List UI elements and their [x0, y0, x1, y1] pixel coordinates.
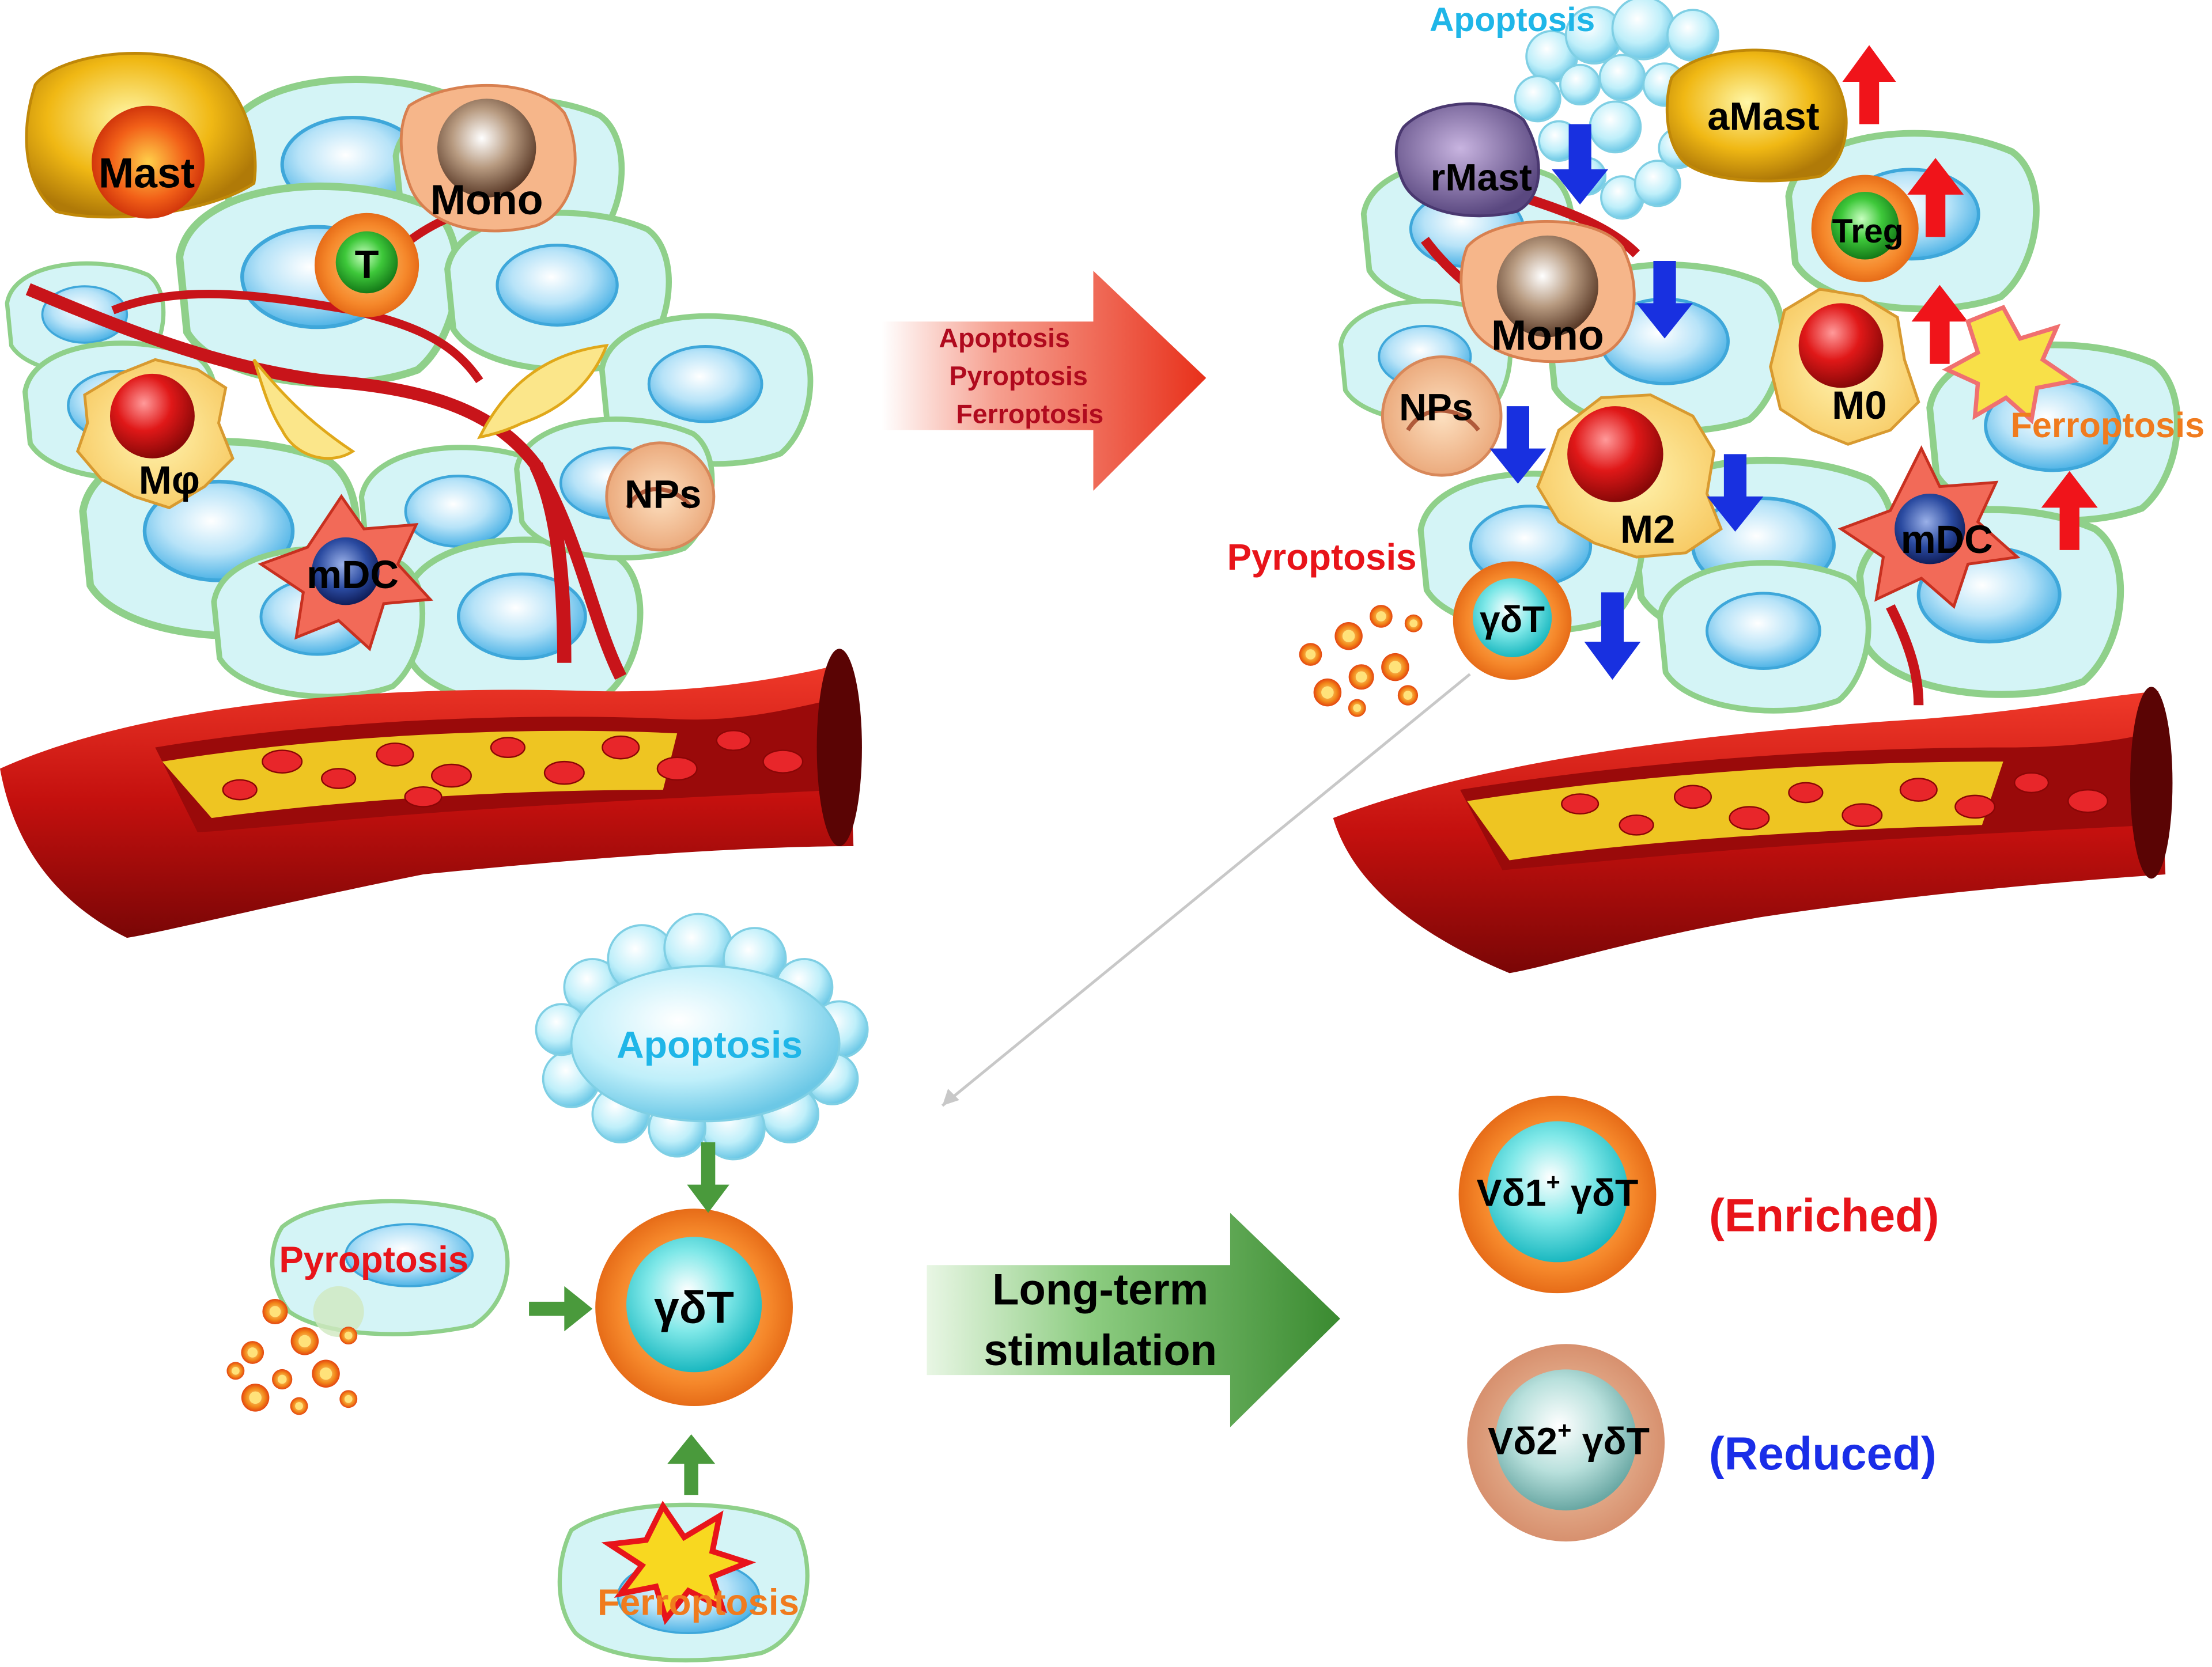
right-pyroptosis-label: Pyroptosis: [1227, 537, 1417, 578]
svg-text:Vδ1+ γδT: Vδ1+ γδT: [1477, 1168, 1639, 1214]
enriched-label: (Enriched): [1709, 1189, 1939, 1241]
green-arrow-from-ferroptosis: [667, 1434, 716, 1495]
left-nps-label: NPs: [625, 472, 701, 516]
left-mono-label: Mono: [430, 176, 543, 223]
stimulation-line2: stimulation: [984, 1326, 1217, 1375]
green-arrow-from-apoptosis: [687, 1142, 729, 1213]
right-blood-vessel: [1333, 687, 2173, 973]
up-arrow-icon: [1911, 285, 1968, 364]
bottom-apoptosis-label: Apoptosis: [617, 1024, 803, 1066]
vd1-suffix: γδT: [1560, 1172, 1639, 1214]
middle-arrow-line3: Ferroptosis: [956, 399, 1103, 429]
left-mono-cell: Mono: [399, 84, 577, 233]
up-arrow-icon: [1842, 45, 1896, 124]
right-nps-cell: NPs: [1381, 355, 1503, 477]
right-tissue-panel: Apoptosis rMast aMast: [1227, 0, 2205, 973]
left-tissue-panel: Mast Mono T Mφ mDC NPs: [0, 52, 862, 938]
vd1-plus: +: [1546, 1168, 1560, 1195]
down-arrow-icon: [1636, 260, 1693, 339]
left-mdc-label: mDC: [307, 552, 399, 597]
vd1-gdt-cell: Vδ1+ γδT: [1458, 1096, 1657, 1294]
right-treg-label: Treg: [1832, 213, 1904, 250]
right-pyroptosis-granules: [1299, 605, 1423, 717]
vd2-gdt-cell: Vδ2+ γδT: [1467, 1344, 1665, 1542]
middle-transition-arrow: Apoptosis Pyroptosis Ferroptosis: [882, 271, 1207, 491]
right-rmast-label: rMast: [1431, 157, 1532, 199]
left-fibroblast-1: [252, 358, 356, 460]
left-mdc-cell: mDC: [258, 494, 433, 651]
bottom-pyroptosis-label: Pyroptosis: [279, 1239, 468, 1280]
right-mono-cell: Mono: [1459, 219, 1636, 363]
left-macrophage-label: Mφ: [139, 458, 200, 502]
right-m0-label: M0: [1832, 383, 1886, 427]
down-arrow-icon: [1707, 454, 1764, 532]
right-treg-cell: Treg: [1811, 175, 1919, 282]
right-mono-label: Mono: [1491, 312, 1604, 359]
zoom-connector-arrowhead: [942, 1089, 959, 1106]
vd2-plus: +: [1557, 1416, 1571, 1444]
zoom-connector-line: [941, 673, 1471, 1107]
right-m2-cell: M2: [1536, 393, 1723, 559]
right-m2-label: M2: [1620, 507, 1675, 552]
up-arrow-icon: [1907, 158, 1964, 237]
left-mast-cell: Mast: [25, 52, 257, 219]
left-capillary-vertical: [530, 462, 572, 663]
svg-text:Vδ2+ γδT: Vδ2+ γδT: [1488, 1416, 1650, 1463]
long-term-stimulation-arrow: Long-term stimulation: [927, 1213, 1340, 1427]
right-mdc-cell: mDC: [1837, 445, 2021, 609]
stimulation-line1: Long-term: [992, 1266, 1208, 1314]
vd2-prefix: Vδ2: [1488, 1420, 1557, 1463]
bottom-ferroptosis-label: Ferroptosis: [598, 1582, 799, 1623]
bottom-mechanism-panel: Apoptosis Pyroptosis Ferroptosis: [226, 912, 1939, 1663]
bottom-apoptosis-cloud: [535, 912, 869, 1161]
right-gdt-cell: γδT: [1453, 561, 1572, 680]
burst-icon: [1942, 305, 2079, 425]
down-arrow-icon: [1584, 592, 1641, 680]
left-fibroblast-2: [477, 343, 609, 440]
vd2-suffix: γδT: [1571, 1420, 1650, 1463]
vd1-prefix: Vδ1: [1477, 1172, 1546, 1214]
bottom-pyroptosis-cell: [270, 1199, 510, 1338]
left-mast-label: Mast: [99, 150, 195, 197]
right-mdc-label: mDC: [1901, 517, 1993, 562]
right-apoptosis-label: Apoptosis: [1430, 1, 1595, 39]
up-arrow-icon: [2041, 471, 2098, 550]
down-arrow-icon: [1552, 124, 1609, 205]
green-arrow-from-pyroptosis: [529, 1286, 593, 1332]
right-nps-label: NPs: [1399, 387, 1473, 429]
burst-icon: [601, 1501, 757, 1626]
middle-arrow-line2: Pyroptosis: [950, 361, 1088, 391]
reduced-label: (Reduced): [1709, 1428, 1937, 1480]
left-t-cell: T: [314, 213, 419, 317]
bottom-gdt-label: γδT: [654, 1282, 734, 1333]
bottom-gdt-cell: γδT: [595, 1208, 793, 1407]
right-amast-label: aMast: [1707, 94, 1819, 138]
left-t-label: T: [355, 242, 379, 286]
right-amast-cell: aMast: [1665, 48, 1848, 183]
left-nps-cell: NPs: [605, 441, 716, 552]
left-blood-vessel: [0, 649, 862, 938]
right-rmast-cell: rMast: [1394, 102, 1540, 218]
middle-arrow-line1: Apoptosis: [939, 323, 1070, 353]
right-m0-cell: M0: [1769, 287, 1920, 446]
right-ferroptosis-label: Ferroptosis: [2011, 406, 2205, 445]
left-capillary: [25, 283, 627, 680]
left-macrophage-cell: Mφ: [75, 358, 235, 510]
down-arrow-icon: [1489, 406, 1546, 484]
right-gdt-label: γδT: [1480, 599, 1545, 640]
